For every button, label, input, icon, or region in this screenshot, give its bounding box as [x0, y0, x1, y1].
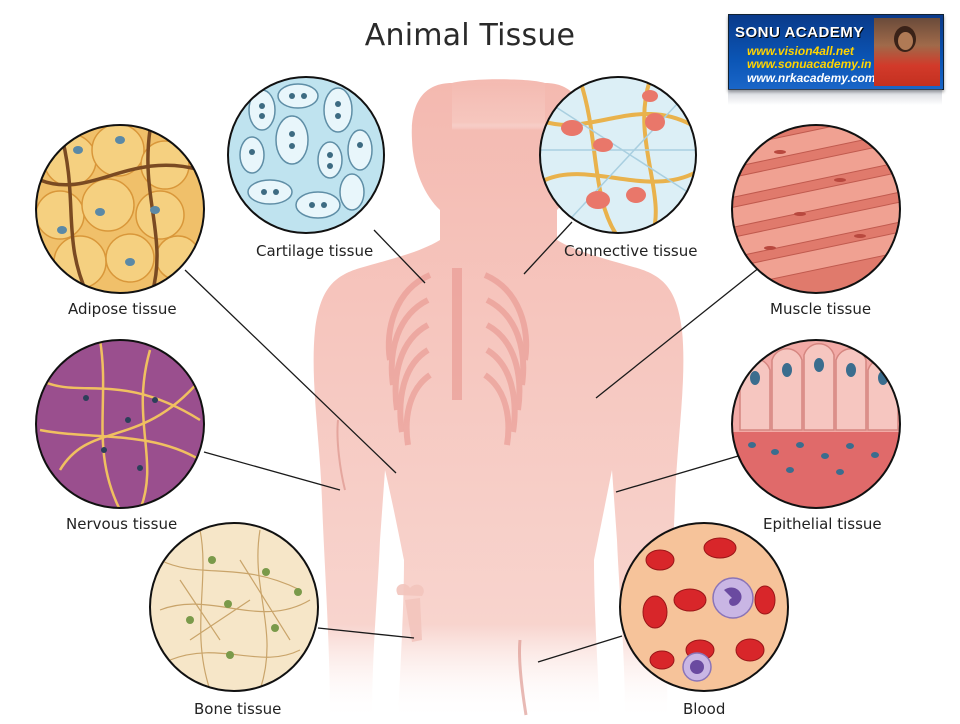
blood-circle	[619, 522, 789, 692]
body-silhouette	[313, 79, 684, 720]
label-cartilage-tissue: Cartilage tissue	[256, 242, 374, 260]
nervous-circle	[35, 339, 205, 509]
label-nervous-tissue: Nervous tissue	[66, 515, 178, 533]
rib-cage	[385, 268, 530, 446]
label-bone-tissue: Bone tissue	[194, 700, 282, 718]
badge-reflection	[728, 89, 942, 105]
label-blood: Blood	[683, 700, 726, 718]
label-muscle-tissue: Muscle tissue	[770, 300, 872, 318]
presenter-photo	[874, 18, 940, 86]
label-adipose-tissue: Adipose tissue	[68, 300, 177, 318]
badge-site-1: www.vision4all.net	[747, 44, 854, 58]
badge-name: SONU ACADEMY	[735, 24, 864, 41]
muscle-circle	[731, 124, 901, 294]
badge-site-2: www.sonuacademy.in	[747, 57, 872, 71]
adipose-circle	[35, 124, 205, 294]
academy-badge: SONU ACADEMY www.vision4all.net www.sonu…	[728, 14, 944, 90]
bone-circle	[149, 522, 319, 692]
femur-bone	[396, 584, 424, 642]
diagram-title: Animal Tissue	[364, 18, 576, 53]
label-connective-tissue: Connective tissue	[564, 242, 698, 260]
connective-circle	[539, 76, 697, 234]
epithelial-circle	[731, 339, 901, 509]
badge-site-3: www.nrkacademy.com	[747, 71, 876, 85]
label-epithelial-tissue: Epithelial tissue	[763, 515, 882, 533]
cartilage-circle	[227, 76, 385, 234]
connector-lines	[184, 221, 761, 663]
